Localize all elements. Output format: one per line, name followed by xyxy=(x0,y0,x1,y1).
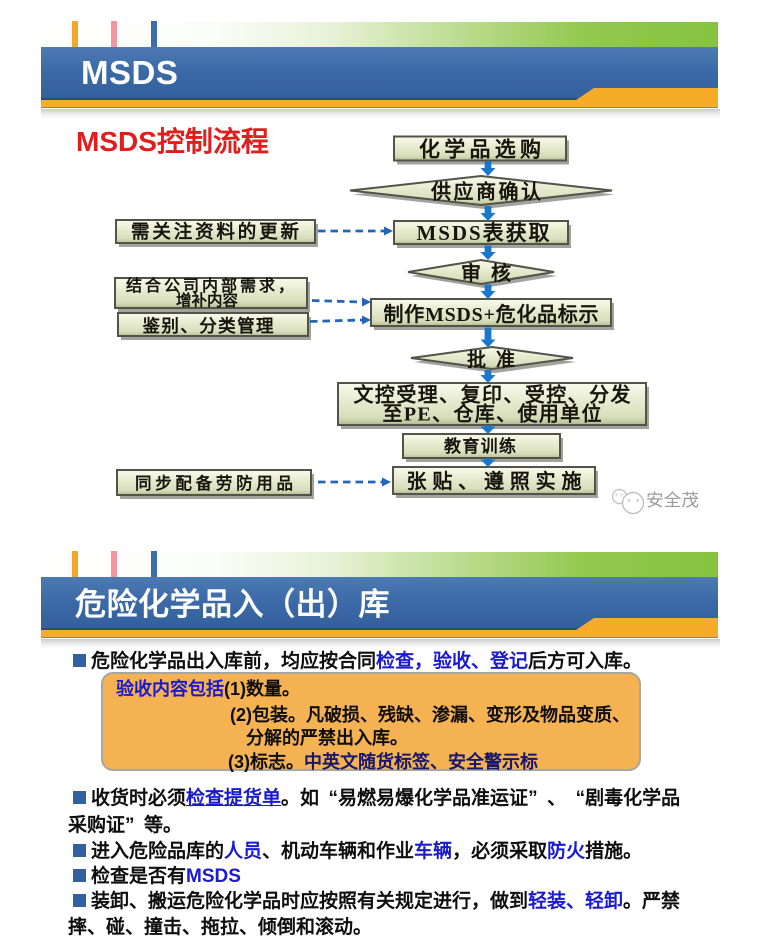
svg-text:结合公司内部需求，: 结合公司内部需求， xyxy=(125,276,294,295)
svg-text:增补内容: 增补内容 xyxy=(176,291,238,310)
svg-text:安全茂: 安全茂 xyxy=(646,491,699,510)
svg-text:鉴别、分类管理: 鉴别、分类管理 xyxy=(142,316,275,336)
svg-text:化学品选购: 化学品选购 xyxy=(419,138,541,162)
svg-text:供应商确认: 供应商确认 xyxy=(430,180,542,204)
svg-text:文控受理、复印、受控、分发: 文控受理、复印、受控、分发 xyxy=(354,383,632,407)
svg-text:制作MSDS+危化品标示: 制作MSDS+危化品标示 xyxy=(384,302,599,326)
svg-text:张贴、遵照实施: 张贴、遵照实施 xyxy=(407,469,582,493)
svg-text:至PE、仓库、使用单位: 至PE、仓库、使用单位 xyxy=(383,402,602,426)
